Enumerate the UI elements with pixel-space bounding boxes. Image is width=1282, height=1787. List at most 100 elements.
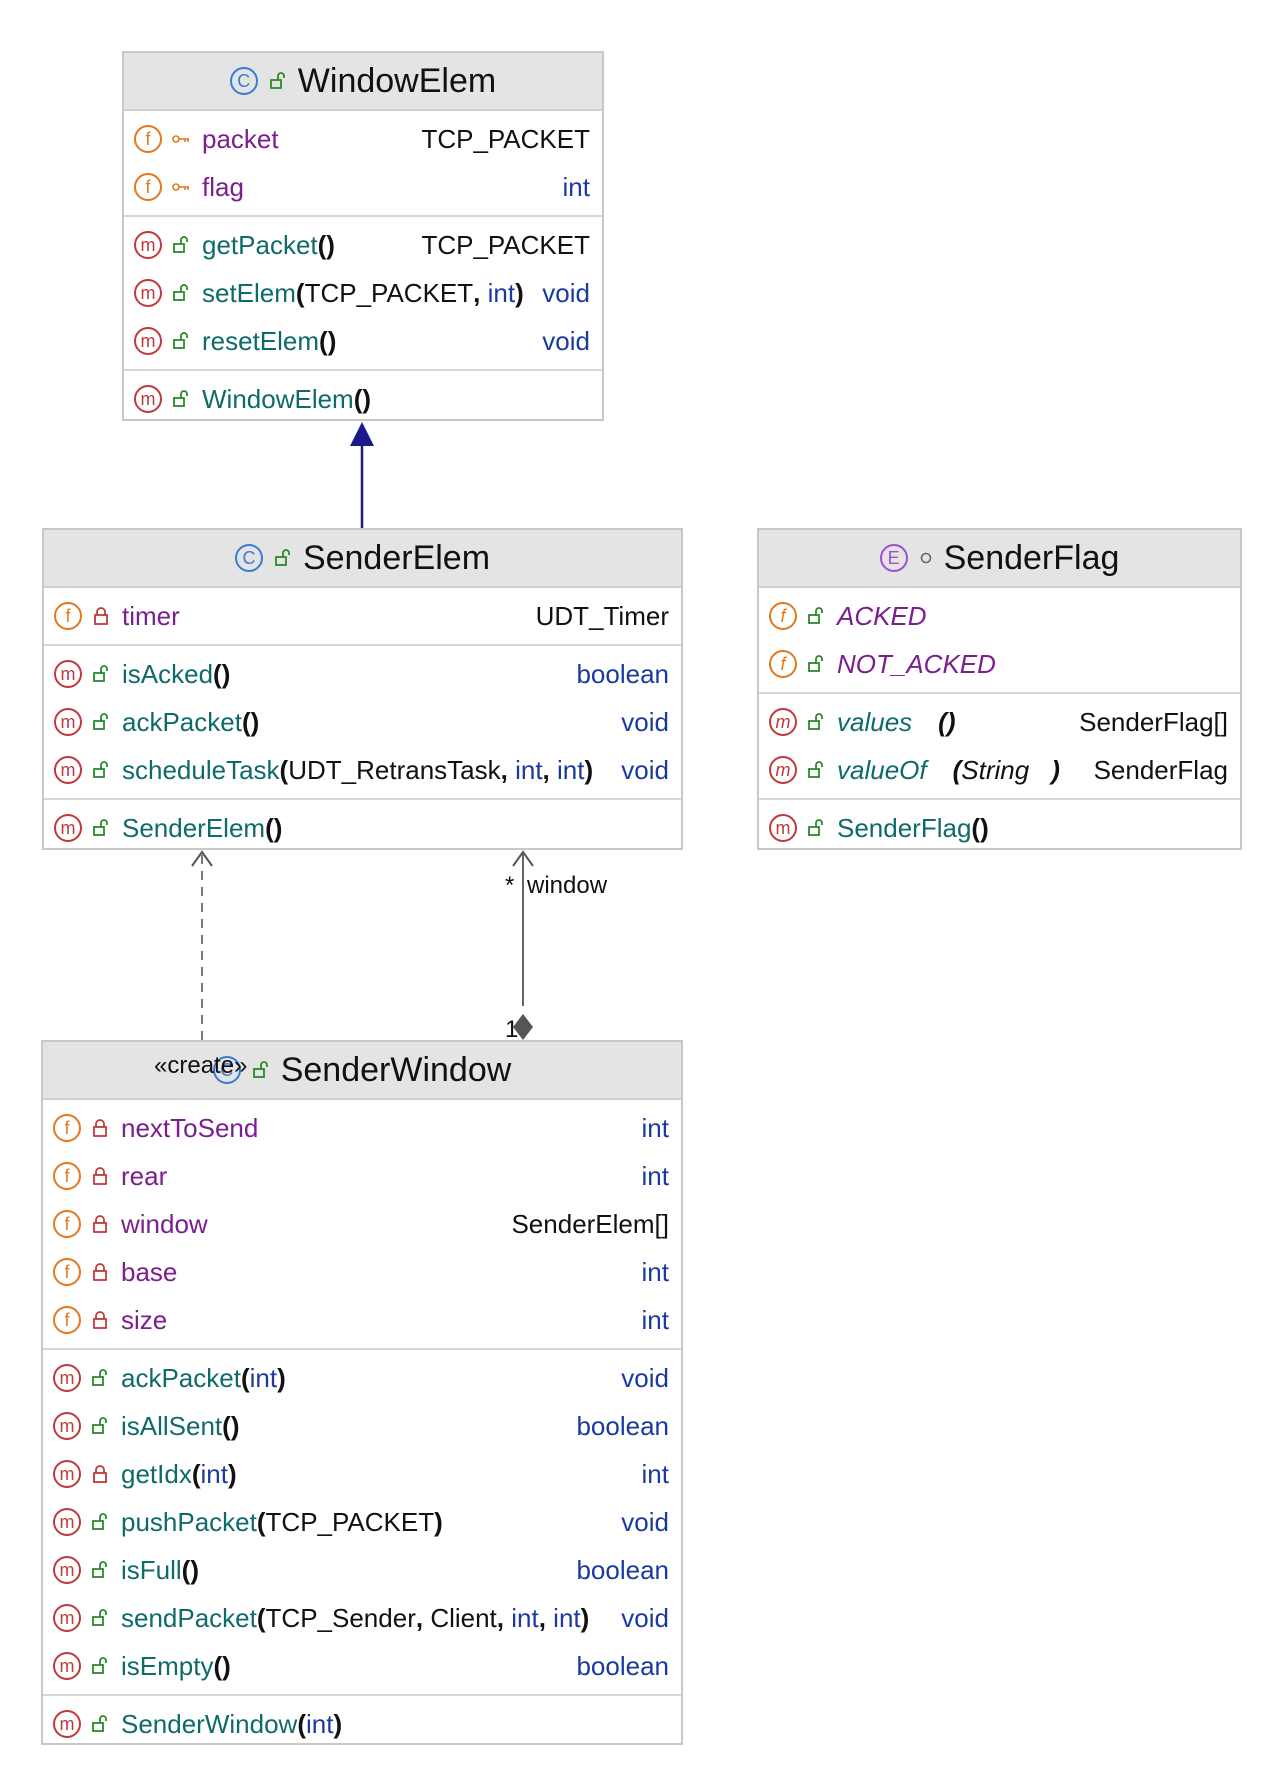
paren-open: ( <box>279 754 289 785</box>
method-params: (String) <box>953 755 1060 786</box>
lock-icon <box>89 1463 111 1485</box>
window-multiplicity-label: * <box>505 872 515 899</box>
method-row[interactable]: m resetElem () void <box>124 317 602 365</box>
method-name: setElem <box>202 277 296 308</box>
method-row[interactable]: m getPacket () TCP_PACKET <box>124 221 602 269</box>
param-type: int <box>249 1362 278 1393</box>
enum-constant-row[interactable]: f ACKED <box>759 592 1240 640</box>
field-row[interactable]: f timer UDT_Timer <box>44 592 681 640</box>
class-sender-elem[interactable]: C SenderElem f timer UDT_Timer m isAcked… <box>42 528 683 850</box>
method-row[interactable]: m isFull () boolean <box>43 1546 681 1594</box>
method-return-type: boolean <box>576 1650 669 1681</box>
unlock-icon <box>805 605 827 627</box>
class-header: C SenderWindow <box>43 1042 681 1100</box>
field-type: int <box>641 1160 669 1191</box>
method-return-type: boolean <box>576 1554 669 1585</box>
create-dependency-arrowhead <box>191 850 213 867</box>
method-row[interactable]: m ackPacket (int) void <box>43 1354 681 1402</box>
method-row[interactable]: m pushPacket (TCP_PACKET) void <box>43 1498 681 1546</box>
method-name: getIdx <box>121 1458 192 1489</box>
constructor-row[interactable]: m SenderFlag () <box>759 804 1240 852</box>
method-return-type: boolean <box>576 658 669 689</box>
constructor-row[interactable]: m SenderElem () <box>44 804 681 852</box>
field-row[interactable]: f rear int <box>43 1152 681 1200</box>
field-type: int <box>562 171 590 202</box>
field-icon: f <box>134 173 162 201</box>
class-header: C SenderElem <box>44 530 681 588</box>
unlock-icon <box>273 548 293 568</box>
method-icon: m <box>54 814 82 842</box>
constructor-name: SenderElem <box>122 812 266 843</box>
enum-constant-name: NOT_ACKED <box>837 648 996 679</box>
param-type: int <box>305 1708 334 1739</box>
param-separator: , <box>415 1602 431 1633</box>
methods-section: m isAcked () boolean m ackPacket () void… <box>44 646 681 800</box>
paren-close: ) <box>580 1602 590 1633</box>
method-return-type: SenderFlag <box>1093 754 1228 785</box>
param-separator: , <box>500 754 516 785</box>
constructor-row[interactable]: m SenderWindow (int) <box>43 1700 681 1748</box>
method-icon: m <box>53 1412 81 1440</box>
method-row[interactable]: m valueOf (String) SenderFlag <box>759 746 1240 794</box>
method-params: () <box>181 1554 199 1585</box>
enum-constant-row[interactable]: f NOT_ACKED <box>759 640 1240 688</box>
method-icon: m <box>134 231 162 259</box>
field-row[interactable]: f flag int <box>124 163 602 211</box>
unlock-icon <box>805 711 827 733</box>
field-row[interactable]: f packet TCP_PACKET <box>124 115 602 163</box>
method-row[interactable]: m values () SenderFlag[] <box>759 698 1240 746</box>
method-icon: m <box>54 708 82 736</box>
param-type: int <box>487 277 516 308</box>
unlock-icon <box>89 1655 111 1677</box>
field-row[interactable]: f base int <box>43 1248 681 1296</box>
fields-section: f packet TCP_PACKET f flag int <box>124 111 602 217</box>
method-row[interactable]: m sendPacket (TCP_Sender, Client, int, i… <box>43 1594 681 1642</box>
constructor-row[interactable]: m WindowElem () <box>124 375 602 423</box>
paren-close: ) <box>333 1708 343 1739</box>
method-row[interactable]: m setElem (TCP_PACKET, int) void <box>124 269 602 317</box>
method-params: () <box>319 325 337 356</box>
method-name: values <box>837 706 913 737</box>
field-row[interactable]: f nextToSend int <box>43 1104 681 1152</box>
method-return-type: void <box>621 754 669 785</box>
param-type: int <box>553 1602 581 1633</box>
field-type: int <box>641 1256 669 1287</box>
fields-section: f timer UDT_Timer <box>44 588 681 646</box>
field-type: SenderElem[] <box>511 1208 669 1239</box>
method-name: valueOf <box>837 754 927 785</box>
method-icon: m <box>54 756 82 784</box>
inheritance-arrowhead <box>350 422 374 446</box>
method-return-type: TCP_PACKET <box>421 229 590 260</box>
paren-close: ) <box>584 754 594 785</box>
class-sender-window[interactable]: C SenderWindow f nextToSend int f rear i… <box>41 1040 683 1745</box>
class-sender-flag[interactable]: E SenderFlag f ACKED f NOT_ACKED m value… <box>757 528 1242 850</box>
method-row[interactable]: m scheduleTask (UDT_RetransTask, int, in… <box>44 746 681 794</box>
class-window-elem[interactable]: C WindowElem f packet TCP_PACKET f flag … <box>122 51 604 421</box>
key-icon <box>170 128 192 150</box>
method-name: ackPacket <box>122 706 242 737</box>
method-return-type: void <box>542 325 590 356</box>
field-icon: f <box>53 1258 81 1286</box>
unlock-icon <box>90 759 112 781</box>
unlock-icon <box>89 1511 111 1533</box>
method-row[interactable]: m getIdx (int) int <box>43 1450 681 1498</box>
method-row[interactable]: m isAcked () boolean <box>44 650 681 698</box>
field-row[interactable]: f window SenderElem[] <box>43 1200 681 1248</box>
fields-section: f nextToSend int f rear int f window Sen… <box>43 1100 681 1350</box>
method-icon: m <box>53 1710 81 1738</box>
lock-icon <box>89 1213 111 1235</box>
constructor-params: () <box>265 812 283 843</box>
method-params: () <box>241 706 260 737</box>
field-row[interactable]: f size int <box>43 1296 681 1344</box>
param-separator: , <box>496 1602 512 1633</box>
unlock-icon <box>268 71 288 91</box>
method-params: () <box>213 658 231 689</box>
method-row[interactable]: m ackPacket () void <box>44 698 681 746</box>
method-params: () <box>317 229 335 260</box>
lock-icon <box>89 1117 111 1139</box>
method-row[interactable]: m isEmpty () boolean <box>43 1642 681 1690</box>
method-name: isAcked <box>122 658 214 689</box>
method-row[interactable]: m isAllSent () boolean <box>43 1402 681 1450</box>
static-field-icon: f <box>769 602 797 630</box>
